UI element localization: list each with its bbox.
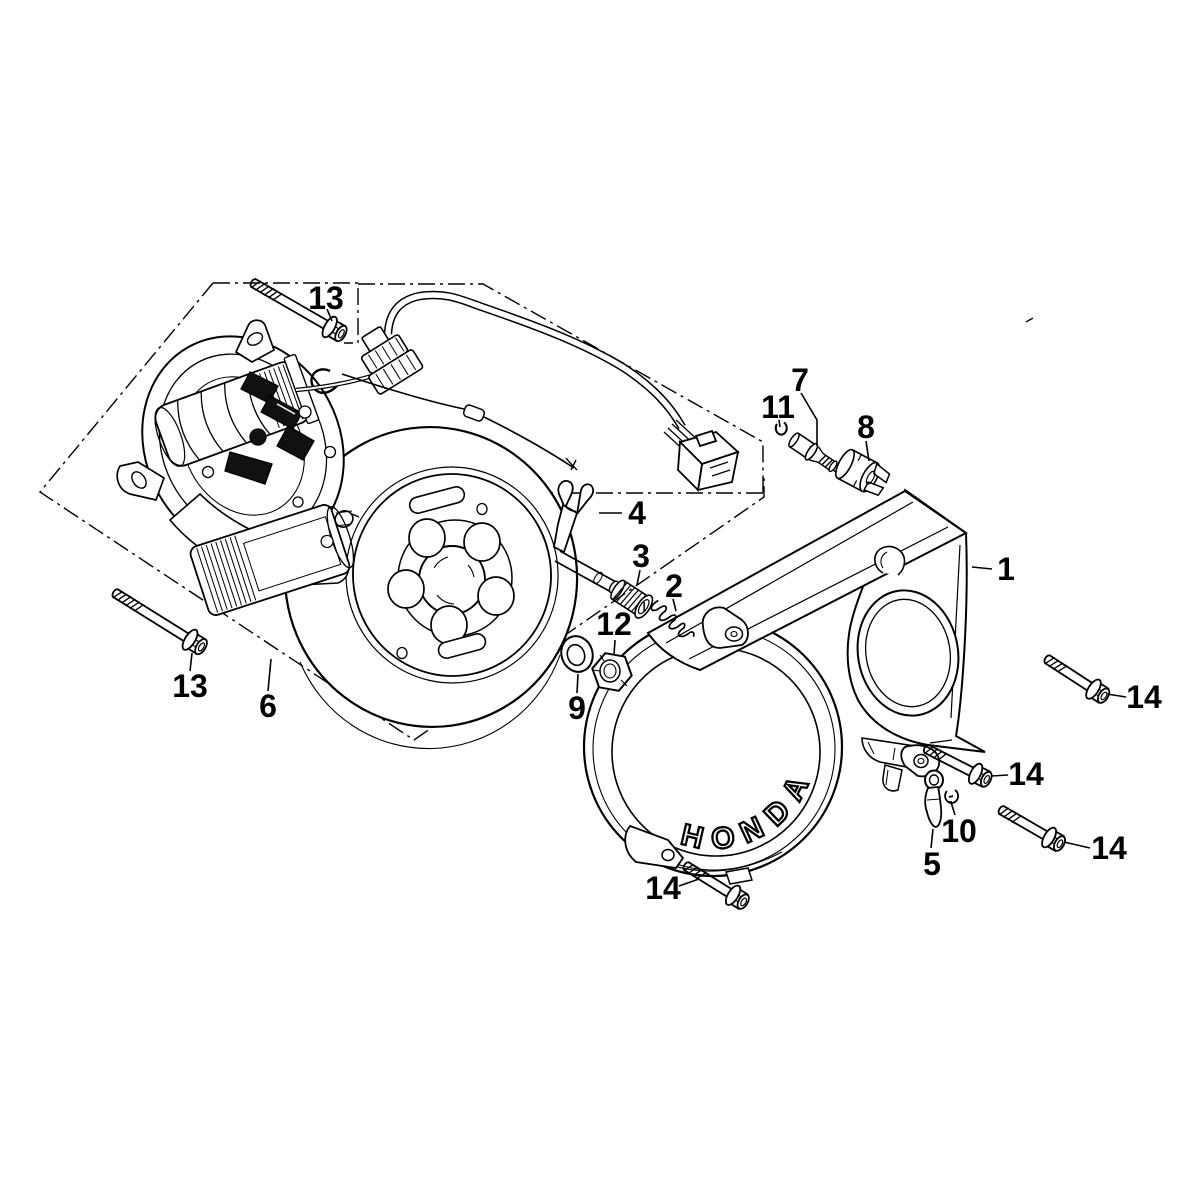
hub-thread-lines xyxy=(433,556,475,605)
cover-hook-detail xyxy=(874,545,906,576)
stator-assembly xyxy=(116,319,355,616)
stray-mark xyxy=(1025,317,1034,323)
part-5-joint-pin xyxy=(924,769,944,828)
leader-12 xyxy=(613,639,616,656)
leader-14-middle xyxy=(990,774,1009,777)
bolt-13-lower xyxy=(106,581,212,660)
leader-5 xyxy=(930,828,934,849)
rotor-small-hole xyxy=(476,502,488,516)
rotor-small-hole xyxy=(396,646,408,660)
part-10-clip xyxy=(944,789,959,804)
connector-wires xyxy=(663,419,701,455)
pickup-wire xyxy=(341,373,578,471)
rotor-slot xyxy=(408,486,466,514)
bolt-14-lower-right xyxy=(993,798,1070,857)
callout-part-1: 1 xyxy=(997,551,1015,587)
harness-grommet xyxy=(360,326,424,395)
logo-letter-o: O xyxy=(710,821,737,856)
leader-7 xyxy=(800,392,818,446)
callout-part-11: 11 xyxy=(761,389,795,425)
harness-tube-core xyxy=(385,292,685,429)
leader-1 xyxy=(971,566,993,570)
part-2-spring xyxy=(650,599,695,638)
callout-part-4: 4 xyxy=(628,495,646,531)
rotor-hole xyxy=(463,522,501,562)
bolt-14-top-right xyxy=(1038,647,1115,709)
leader-14-bottom-left xyxy=(678,878,700,887)
callout-part-7: 7 xyxy=(791,362,809,398)
generator-assembly-outline xyxy=(38,282,765,741)
leader-10 xyxy=(950,801,956,816)
cover-bottom-bracket xyxy=(861,737,941,792)
callout-part-13b: 13 xyxy=(172,668,208,704)
callout-part-2: 2 xyxy=(665,568,683,604)
leader-9 xyxy=(576,673,579,694)
callout-part-5: 5 xyxy=(923,846,941,882)
harness-wire-loop xyxy=(310,368,341,394)
flywheel-rim-line xyxy=(299,654,561,750)
callout-part-9: 9 xyxy=(568,690,586,726)
part-12-nut xyxy=(591,652,633,692)
leader-3 xyxy=(636,569,641,586)
cover-bolt-tab xyxy=(624,824,685,869)
stator-top-tab-hole xyxy=(246,332,264,346)
part-11-clip xyxy=(774,421,788,436)
callout-part-3: 3 xyxy=(632,538,650,574)
callout-part-6: 6 xyxy=(259,688,277,724)
callouts: 13 7 11 8 4 3 2 1 12 9 13 6 14 14 10 5 1… xyxy=(172,280,1162,906)
cover-small-tab xyxy=(725,867,753,885)
rotor-hole xyxy=(408,518,446,558)
callout-part-14c: 14 xyxy=(1091,830,1127,866)
rotor-hole xyxy=(477,576,515,616)
plate-screw xyxy=(292,496,304,508)
leader-13-upper xyxy=(326,308,333,322)
crankcase-cover: H O N D A xyxy=(582,488,986,885)
leader-14-top-right xyxy=(1106,693,1127,698)
callout-part-10: 10 xyxy=(941,813,977,849)
cover-mount-lug xyxy=(701,606,749,649)
harness-lead-core xyxy=(295,375,373,391)
leader-6 xyxy=(267,658,272,692)
plate-screw xyxy=(201,465,215,479)
leader-8 xyxy=(865,440,870,462)
leader-2 xyxy=(672,598,677,612)
part-8-advancer-cam xyxy=(835,448,891,497)
harness-tube xyxy=(383,290,686,430)
leader-13-lower xyxy=(189,652,193,672)
callout-part-13: 13 xyxy=(308,280,344,316)
callout-part-14a: 14 xyxy=(1126,679,1162,715)
callout-part-14d: 14 xyxy=(645,870,681,906)
wire-harness xyxy=(295,290,740,492)
source-coil xyxy=(189,504,355,616)
callout-part-12: 12 xyxy=(596,606,632,642)
outline-top-notch xyxy=(213,282,359,344)
stator-left-ear-hole xyxy=(131,471,147,489)
part-9-washer xyxy=(560,635,594,673)
rotor-slot xyxy=(437,633,487,659)
rotor-hole xyxy=(387,569,425,609)
part-4-lifter-fork xyxy=(552,480,620,594)
leader-11 xyxy=(778,419,781,428)
callout-part-14b: 14 xyxy=(1008,756,1044,792)
part-3-adjuster xyxy=(610,579,654,619)
leader-lines xyxy=(189,308,1127,887)
callout-part-8: 8 xyxy=(857,409,875,445)
leader-14-lower-right xyxy=(1063,841,1091,849)
harness-connector xyxy=(677,429,740,492)
contact-breaker-parts xyxy=(224,371,337,485)
sprocket-opening xyxy=(856,589,960,717)
flywheel-rotor xyxy=(283,425,579,750)
